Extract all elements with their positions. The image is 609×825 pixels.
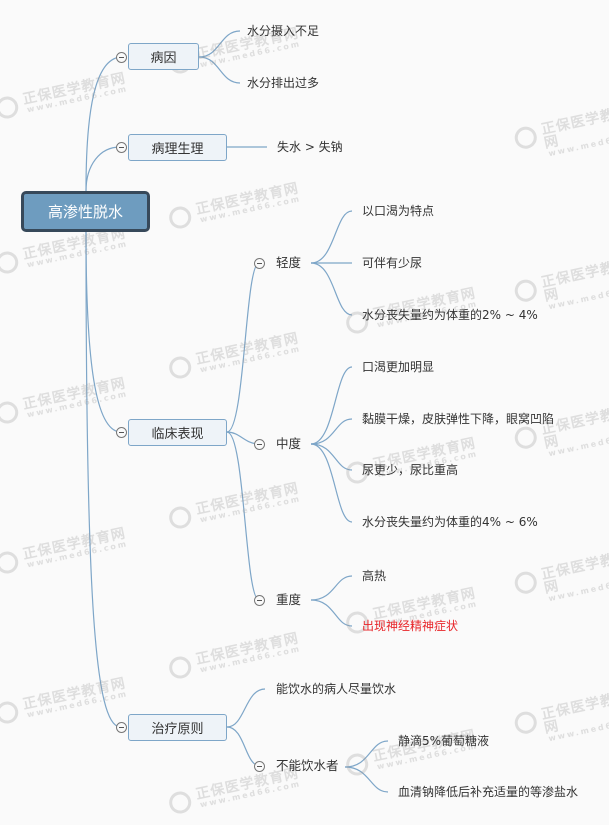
- branch-label: 病理生理: [151, 142, 204, 157]
- leaf-node[interactable]: 口渴更加明显: [362, 360, 435, 374]
- root-label: 高渗性脱水: [47, 203, 123, 221]
- collapse-icon[interactable]: [254, 595, 265, 606]
- leaf-node-highlighted[interactable]: 出现神经精神症状: [362, 619, 459, 633]
- subgroup-node-severe[interactable]: 重度: [276, 592, 302, 607]
- root-node[interactable]: 高渗性脱水: [21, 191, 150, 232]
- collapse-icon[interactable]: [116, 52, 127, 63]
- leaf-node[interactable]: 水分丧失量约为体重的2% ~ 4%: [362, 308, 538, 322]
- branch-label: 病因: [150, 51, 177, 66]
- collapse-icon[interactable]: [254, 258, 265, 269]
- branch-label: 治疗原则: [151, 722, 204, 737]
- branch-node-etiology[interactable]: 病因: [128, 43, 199, 70]
- leaf-node[interactable]: 高热: [362, 569, 387, 583]
- leaf-node[interactable]: 可伴有少尿: [362, 256, 423, 270]
- branch-label: 临床表现: [151, 427, 204, 442]
- leaf-node[interactable]: 水分排出过多: [247, 76, 320, 90]
- leaf-node[interactable]: 水分丧失量约为体重的4% ~ 6%: [362, 515, 538, 529]
- leaf-node[interactable]: 以口渴为特点: [362, 204, 435, 218]
- subgroup-node-cannot-drink[interactable]: 不能饮水者: [276, 758, 339, 773]
- branch-node-clinical[interactable]: 临床表现: [128, 419, 227, 446]
- subgroup-node-mild[interactable]: 轻度: [276, 255, 302, 270]
- collapse-icon[interactable]: [254, 761, 265, 772]
- collapse-icon[interactable]: [254, 439, 265, 450]
- collapse-icon[interactable]: [116, 427, 127, 438]
- leaf-node[interactable]: 静滴5%葡萄糖液: [398, 734, 490, 748]
- subgroup-node-moderate[interactable]: 中度: [276, 436, 302, 451]
- leaf-node[interactable]: 血清钠降低后补充适量的等渗盐水: [398, 785, 579, 799]
- leaf-node[interactable]: 水分摄入不足: [247, 24, 320, 38]
- leaf-node[interactable]: 黏膜干燥，皮肤弹性下降，眼窝凹陷: [362, 412, 555, 426]
- leaf-node[interactable]: 尿更少，尿比重高: [362, 463, 459, 477]
- branch-node-pathophysiology[interactable]: 病理生理: [128, 134, 227, 161]
- collapse-icon[interactable]: [116, 142, 127, 153]
- collapse-icon[interactable]: [116, 722, 127, 733]
- leaf-node[interactable]: 能饮水的病人尽量饮水: [276, 682, 397, 696]
- leaf-node[interactable]: 失水 > 失钠: [277, 140, 343, 154]
- branch-node-treatment[interactable]: 治疗原则: [128, 714, 227, 741]
